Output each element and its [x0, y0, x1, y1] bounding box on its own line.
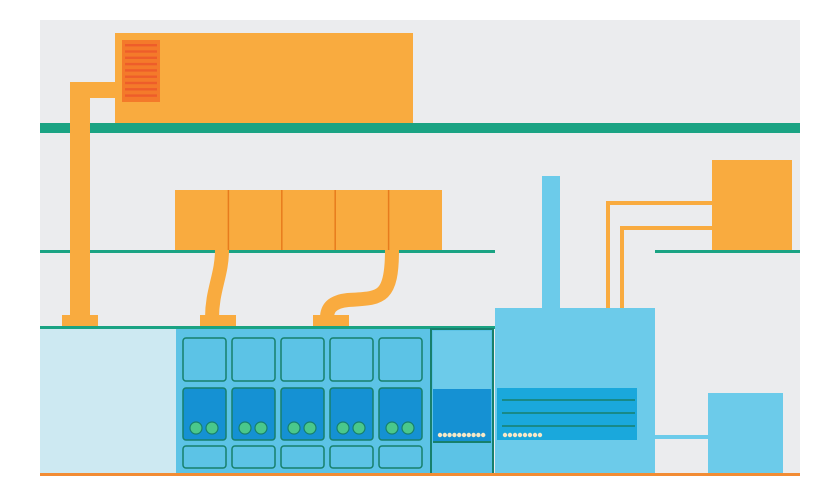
main-duct-icon	[62, 82, 118, 326]
chiller-bead	[537, 432, 543, 438]
rack-bead	[442, 432, 447, 438]
rack-bays	[182, 337, 423, 469]
rack-bead	[457, 432, 462, 438]
vent-slat	[125, 88, 157, 91]
air-handler-body	[175, 190, 442, 250]
rack-bay-slot	[182, 387, 227, 441]
side-cabinet-slot	[433, 389, 491, 441]
vent-slat	[125, 44, 157, 47]
coolant-pipe-outer	[606, 201, 712, 308]
rack-bay-upper	[378, 337, 423, 382]
vent-slat	[125, 69, 157, 72]
duct-vertical	[70, 82, 90, 318]
vent-slat	[125, 56, 157, 59]
rack-bay-slot	[329, 387, 374, 441]
rack-beads	[437, 432, 486, 438]
vent-slat	[125, 62, 157, 66]
rack-module-left	[238, 421, 252, 435]
rack-bay-slot	[231, 387, 276, 441]
rack-bay-slot	[280, 387, 325, 441]
rack-bead	[452, 432, 457, 438]
air-handler-dividers	[227, 190, 390, 250]
rack-module-left	[189, 421, 203, 435]
chiller-lines	[502, 399, 635, 427]
rack-bay-upper	[329, 337, 374, 382]
wall-panel-left	[40, 329, 178, 475]
rack-bay-lower	[280, 445, 325, 469]
rack-module-right	[352, 421, 366, 435]
hvac-unit-body	[115, 33, 413, 123]
rack-bay-upper	[280, 337, 325, 382]
side-cabinet-upper	[433, 331, 491, 389]
rack-module-right	[254, 421, 268, 435]
vent-slat	[125, 94, 157, 97]
rack-module-left	[385, 421, 399, 435]
rack-bay-lower	[182, 445, 227, 469]
lower-shelf	[40, 326, 495, 329]
chiller-beads	[502, 432, 543, 438]
vent-slat	[125, 75, 157, 78]
server-rack-icon	[176, 329, 431, 475]
chiller-bead	[507, 432, 513, 438]
tank-icon	[708, 393, 783, 475]
top-shelf	[40, 123, 800, 133]
rack-bay-slot	[378, 387, 423, 441]
chiller-bead	[527, 432, 533, 438]
flex-duct-left-foot	[200, 315, 236, 326]
chiller-icon	[495, 308, 655, 475]
chiller-bead	[512, 432, 518, 438]
rack-bead	[471, 432, 476, 438]
rack-bead	[481, 432, 486, 438]
rack-module-left	[336, 421, 350, 435]
floor-line	[40, 473, 800, 476]
rack-bay-upper	[182, 337, 227, 382]
chiller-bead	[502, 432, 508, 438]
rack-bay-lower	[329, 445, 374, 469]
cooling-unit-icon	[712, 160, 792, 250]
hvac-unit-icon	[115, 33, 413, 123]
vent-slat	[125, 81, 157, 85]
flex-duct-left	[205, 249, 229, 319]
air-handler-icon	[175, 190, 442, 250]
flex-duct-right-foot	[313, 315, 349, 326]
rack-module-left	[287, 421, 301, 435]
rack-bead	[447, 432, 452, 438]
rack-bead	[466, 432, 471, 438]
middle-shelf-left	[40, 250, 495, 253]
tank-pipe	[655, 435, 709, 439]
chiller-bead	[532, 432, 538, 438]
rack-bead	[476, 432, 481, 438]
vent-slats	[125, 44, 157, 97]
rack-module-right	[401, 421, 415, 435]
chiller-bead	[517, 432, 523, 438]
side-cabinet	[430, 328, 494, 476]
chiller-panel	[497, 388, 637, 440]
rack-module-right	[303, 421, 317, 435]
rack-bay-lower	[231, 445, 276, 469]
coolant-pipe-inner	[620, 226, 712, 308]
rack-bay-upper	[231, 337, 276, 382]
rack-bead	[461, 432, 467, 438]
coolant-pipes	[606, 201, 712, 308]
vent-slat	[125, 50, 157, 53]
rack-module-right	[205, 421, 219, 435]
flex-duct-right	[320, 249, 399, 319]
chimney-icon	[542, 176, 560, 309]
rack-bay-lower	[378, 445, 423, 469]
middle-shelf-right	[655, 250, 800, 253]
chiller-bead	[522, 432, 528, 438]
rack-bead	[437, 432, 443, 438]
duct-foot	[62, 315, 98, 326]
